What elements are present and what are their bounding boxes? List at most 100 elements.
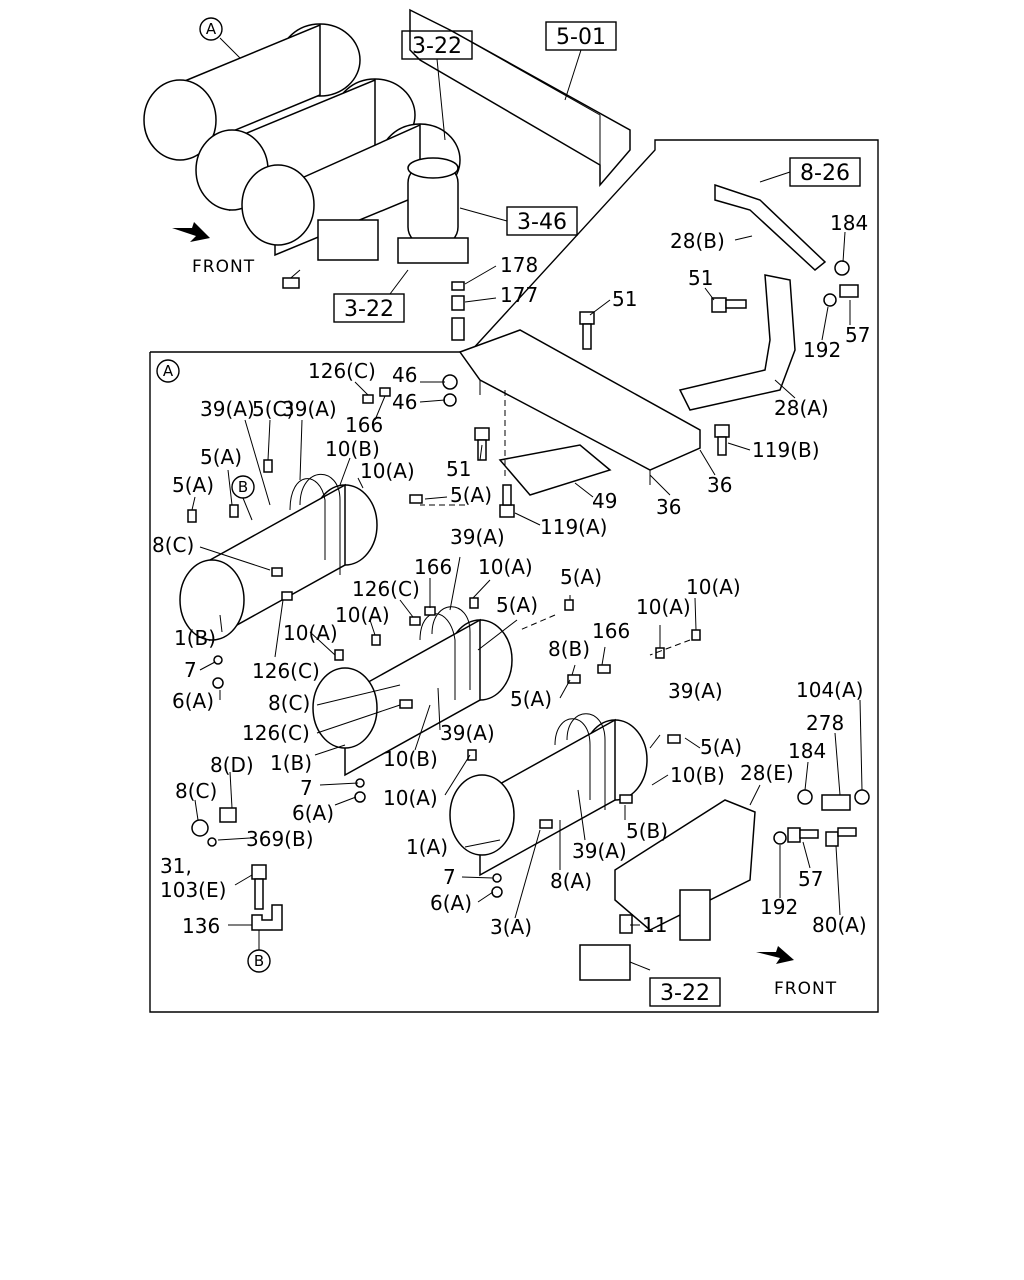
label-36-b: 36 [656,495,681,519]
label-119b: 119(B) [752,438,820,462]
label-8c-1: 8(C) [152,533,194,557]
label-39a-5: 39(A) [668,679,723,703]
label-10a-7: 10(A) [383,786,438,810]
ref-box-5-01: 5-01 [556,25,606,50]
label-39a-2: 39(A) [282,397,337,421]
label-369b: 369(B) [246,827,314,851]
label-184-bottom: 184 [788,739,826,763]
callout-circle-a-overview [199,17,223,41]
label-39a-4: 39(A) [440,721,495,745]
ref-box-3-46: 3-46 [517,210,567,235]
label-51-low: 51 [446,457,471,481]
label-166-3: 166 [592,619,630,643]
label-28e: 28(E) [740,761,794,785]
label-177: 177 [500,283,538,307]
front-label-bottom: FRONT [774,979,837,999]
tank-1b-middle-icon [312,606,513,777]
label-57-top: 57 [845,323,870,347]
label-119a: 119(A) [540,515,607,539]
bracket-28a-icon [678,274,796,411]
label-8d: 8(D) [210,753,254,777]
front-label-top: FRONT [192,257,255,277]
label-103e: 103(E) [160,878,226,902]
label-39a-6: 39(A) [572,839,627,863]
label-10a-1: 10(A) [360,459,415,483]
label-5a-5: 5(A) [496,593,538,617]
label-39a-1: 39(A) [200,397,255,421]
bracket-28b-icon [714,183,827,271]
label-1b-2: 1(B) [270,751,312,775]
label-10a-3: 10(A) [478,555,533,579]
frame-rail-icon [409,8,631,188]
label-57-bottom: 57 [798,867,823,891]
label-10b-3: 10(B) [670,763,725,787]
label-8b: 8(B) [548,637,590,661]
label-36-a: 36 [707,473,732,497]
label-8a: 8(A) [550,869,592,893]
label-10a-4: 10(A) [335,603,390,627]
label-126c-4: 126(C) [242,721,310,745]
label-10a-2: 10(A) [283,621,338,645]
label-10a-5: 10(A) [686,575,741,599]
front-arrow-top-icon [172,222,210,242]
label-126c-3: 126(C) [352,577,420,601]
label-1b-1: 1(B) [174,626,216,650]
leader-lines [191,231,863,926]
label-31: 31, [160,854,192,878]
label-5a-6: 5(A) [510,687,552,711]
label-8c-2: 8(C) [268,691,310,715]
label-10b-1: 10(B) [325,437,380,461]
label-126c-1: 126(C) [308,359,376,383]
label-39a-3: 39(A) [450,525,505,549]
label-80a: 80(A) [812,913,867,937]
label-5a-1: 5(A) [200,445,242,469]
label-5a-2: 5(A) [172,473,214,497]
overview-tank-end-1-icon [143,79,217,161]
ref-box-3-22-mid: 3-22 [344,297,394,322]
tank-1b-upper-icon [179,473,378,642]
label-5a-4: 5(A) [560,565,602,589]
detail-frame [149,139,879,1013]
label-10b-2: 10(B) [383,747,438,771]
label-46-b: 46 [392,390,417,414]
overview-tank-end-3-icon [241,164,315,246]
tank-1a-lower-icon [449,713,648,877]
label-5a-7: 5(A) [700,735,742,759]
label-11: 11 [642,913,667,937]
label-10a-6: 10(A) [636,595,691,619]
callout-b-lower: B [254,952,264,970]
label-49: 49 [592,489,617,513]
label-46-a: 46 [392,363,417,387]
callout-b-upper: B [238,478,248,496]
label-166-2: 166 [414,555,452,579]
callout-a-detail: A [163,362,174,380]
label-136: 136 [182,914,220,938]
tank-assembly-overview [143,8,631,341]
valve-block-icon [317,219,379,261]
label-166-1: 166 [345,413,383,437]
bolts-top-icon [442,260,859,518]
crossmember-icon [458,329,701,496]
label-5a-3: 5(A) [450,483,492,507]
label-192-bottom: 192 [760,895,798,919]
label-126c-2: 126(C) [252,659,320,683]
ref-box-8-26: 8-26 [800,161,850,186]
label-5c: 5(C) [252,397,294,421]
label-278: 278 [806,711,844,735]
valve-block-bottom-icon [579,889,711,981]
label-7-2: 7 [300,776,313,800]
ref-box-3-22-top: 3-22 [412,34,462,59]
front-arrow-bottom-icon [756,946,794,964]
ref-box-3-22-bottom: 3-22 [660,981,710,1006]
label-7-3: 7 [443,865,456,889]
label-104a: 104(A) [796,678,863,702]
label-28b: 28(B) [670,229,725,253]
label-6a-2: 6(A) [292,801,334,825]
label-178: 178 [500,253,538,277]
label-51-top: 51 [612,287,637,311]
bracket-28e-icon [614,799,756,931]
part-labels: 178 177 51 184 28(B) 51 57 192 28(A) 119… [152,211,870,939]
label-192-top: 192 [803,338,841,362]
label-7-1: 7 [184,658,197,682]
